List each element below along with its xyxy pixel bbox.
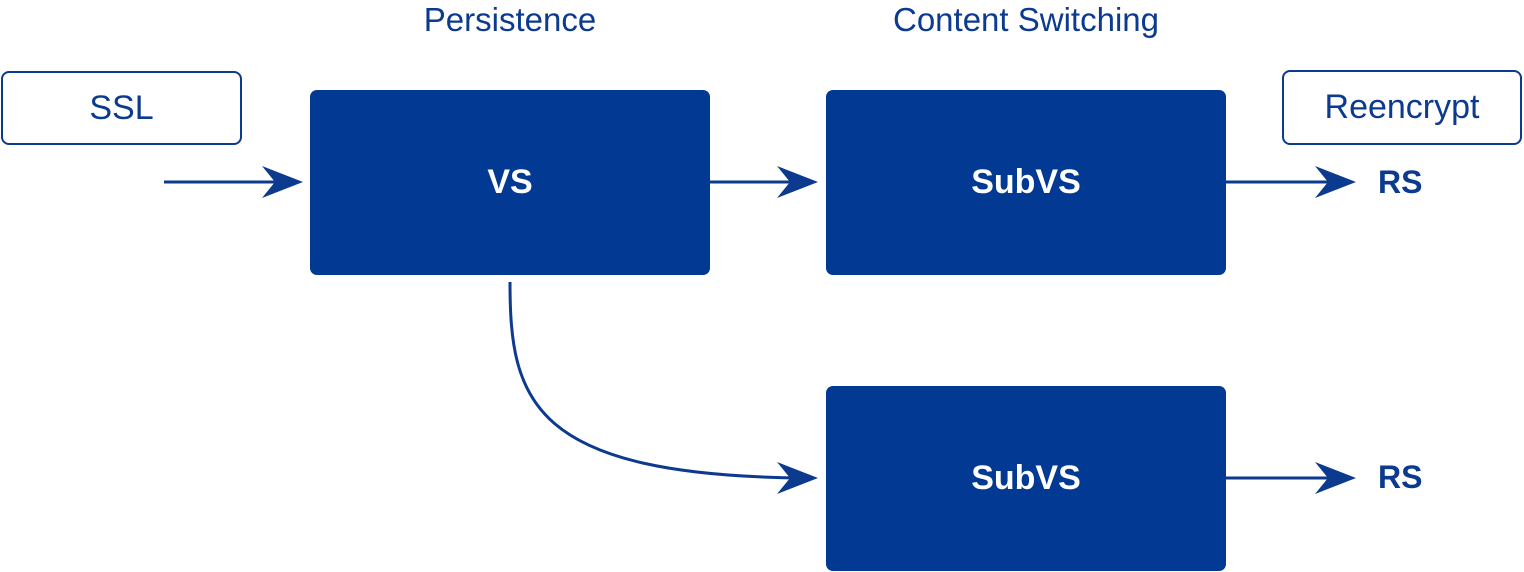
vs-to-subvs-top-arrowhead [777,166,818,198]
persistence-heading: Persistence [423,1,597,38]
subvs-bottom-label: SubVS [971,459,1081,497]
rs-label-top: RS [1378,164,1423,200]
ssl-label: SSL [89,88,154,127]
ssl-box: SSL [1,71,242,145]
content-switching-heading: Content Switching [893,1,1159,38]
rs-label-bottom: RS [1378,459,1423,495]
subvs-bottom-to-rs-arrowhead [1315,462,1356,494]
subvs-node-top: SubVS [826,90,1226,275]
subvs-node-bottom: SubVS [826,386,1226,571]
subvs-top-to-rs-arrowhead [1315,166,1356,198]
incoming-arrowhead [262,166,303,198]
vs-to-subvs-bottom-curve [508,281,807,480]
reencrypt-box: Reencrypt [1282,70,1522,145]
vs-to-subvs-bottom-arrowhead [777,462,818,494]
vs-node: VS [310,90,710,275]
reencrypt-label: Reencrypt [1324,88,1480,126]
subvs-top-label: SubVS [971,163,1081,201]
vs-label: VS [487,163,533,201]
